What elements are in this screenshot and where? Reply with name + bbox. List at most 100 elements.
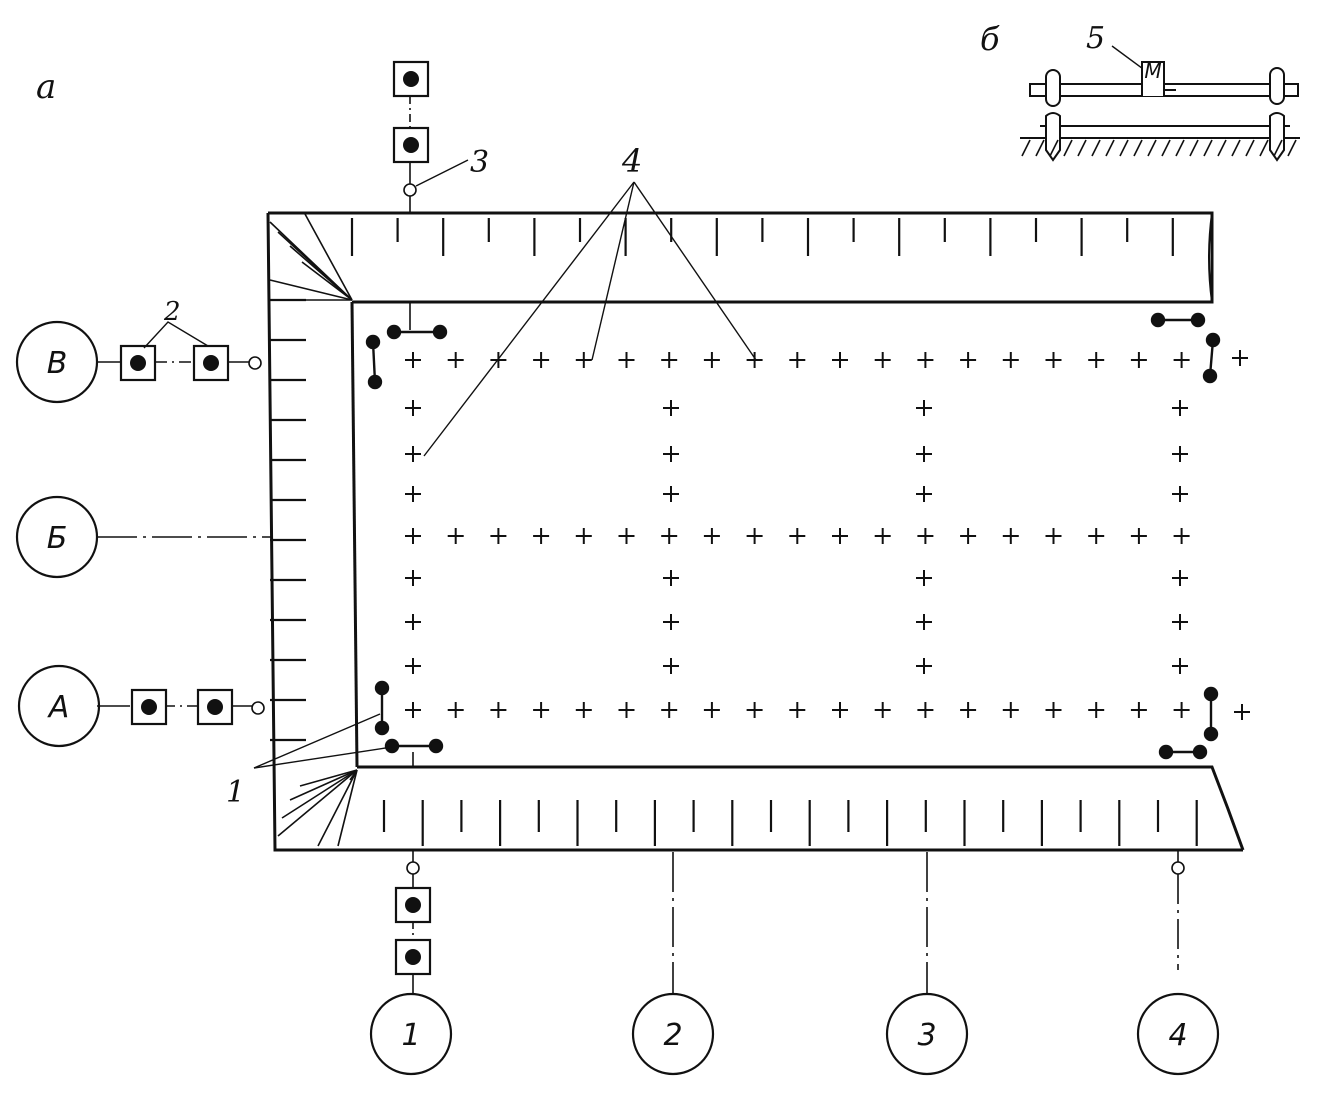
cross-mark [663, 446, 679, 462]
stake-dot [386, 324, 402, 340]
cross-mark [575, 528, 592, 544]
cross-mark [960, 352, 977, 368]
stake-pair [1202, 332, 1221, 384]
cross-mark [746, 528, 763, 544]
stake-dot [374, 680, 390, 696]
leader-lines [143, 45, 1151, 769]
stake-dot [1205, 332, 1221, 348]
detail-stake-right [1269, 112, 1285, 162]
hatch-line [301, 261, 353, 301]
cross-mark [1130, 352, 1147, 368]
stake-pair [374, 680, 390, 736]
nail-top-col1 [403, 183, 417, 197]
ground-hatch-line [1245, 139, 1255, 157]
benchmark-frame [392, 60, 430, 98]
cross-mark [405, 614, 421, 630]
cross-mark [405, 486, 421, 502]
castoff-frame [266, 211, 1245, 852]
cross-mark [703, 352, 720, 368]
panel-label-b: б [980, 20, 1000, 58]
stake-dot [1158, 744, 1174, 760]
cross-mark [618, 528, 635, 544]
axis-lines [97, 96, 1179, 995]
ground-hatch-line [1259, 139, 1269, 157]
benchmark-square [394, 938, 432, 976]
cross-marks [405, 350, 1250, 720]
panel-label-a: а [36, 67, 56, 107]
cross-mark [533, 702, 550, 718]
ground-hatch-line [1063, 139, 1073, 157]
cross-mark [618, 702, 635, 718]
bottom-board [357, 765, 1245, 851]
ground-hatch-line [1091, 139, 1101, 157]
ground-hatch-line [1231, 139, 1241, 157]
detail-post-left [1045, 69, 1061, 107]
top-board [268, 211, 1214, 304]
stake-dot [384, 738, 400, 754]
benchmark-dot [141, 699, 157, 715]
cross-mark [663, 570, 679, 586]
benchmark-square [394, 886, 432, 924]
cross-mark [916, 614, 932, 630]
cross-mark [533, 528, 550, 544]
cross-mark [874, 528, 891, 544]
benchmark-dot [203, 355, 219, 371]
row-axis-bubbles: В Б А [15, 320, 101, 748]
cross-mark [1172, 658, 1188, 674]
callout-1: 1 [226, 775, 245, 810]
ground-hatch-line [1175, 139, 1185, 157]
ground-hatch-line [1147, 139, 1157, 157]
cross-mark [405, 702, 421, 718]
cross-mark [447, 352, 464, 368]
stake-pair [1158, 744, 1208, 760]
cross-mark [661, 702, 678, 718]
cross-mark [917, 702, 934, 718]
cross-mark [960, 528, 977, 544]
benchmark-dot [207, 699, 223, 715]
stake-pair [386, 324, 448, 340]
cross-mark [703, 528, 720, 544]
ground-hatch-line [1217, 139, 1227, 157]
cross-mark [916, 486, 932, 502]
column-axis-bubbles: 1 2 3 4 [369, 992, 1220, 1076]
axis-bubble-b: Б [15, 495, 99, 579]
cross-mark [703, 702, 720, 718]
stake-pair [1150, 312, 1206, 328]
stake-dot [1190, 312, 1206, 328]
stake-pair [365, 334, 383, 390]
axis-bubble-1: 1 [369, 992, 453, 1076]
cross-mark [575, 702, 592, 718]
hatch-line [269, 279, 353, 301]
detail-panel-b: M [1020, 59, 1300, 162]
axis-label-b: Б [47, 521, 68, 556]
cross-mark [533, 352, 550, 368]
cross-mark [832, 352, 848, 368]
cross-mark [1232, 350, 1248, 366]
cross-mark [874, 702, 891, 718]
axis-label-1: 1 [401, 1018, 420, 1053]
cross-mark [746, 702, 763, 718]
cross-mark [490, 528, 507, 544]
detail-stake-left [1045, 112, 1061, 162]
stake-dot [1192, 744, 1208, 760]
stake-dot [1203, 686, 1219, 702]
cross-mark [874, 352, 891, 368]
detail-ground-hatch [1021, 139, 1297, 157]
stake-dot [365, 334, 381, 350]
cross-mark [405, 446, 421, 462]
cross-mark [1088, 352, 1105, 368]
benchmark-dot [405, 897, 421, 913]
cross-mark [405, 400, 421, 416]
cross-mark [832, 702, 848, 718]
ground-hatch-line [1189, 139, 1199, 157]
cross-mark [1172, 486, 1188, 502]
cross-mark [1045, 528, 1062, 544]
axis-label-3: 3 [917, 1018, 936, 1053]
cross-mark [1002, 702, 1019, 718]
detail-instrument [1141, 61, 1165, 96]
cross-mark [916, 400, 932, 416]
ground-hatch-line [1161, 139, 1171, 157]
cross-mark [1173, 352, 1190, 368]
